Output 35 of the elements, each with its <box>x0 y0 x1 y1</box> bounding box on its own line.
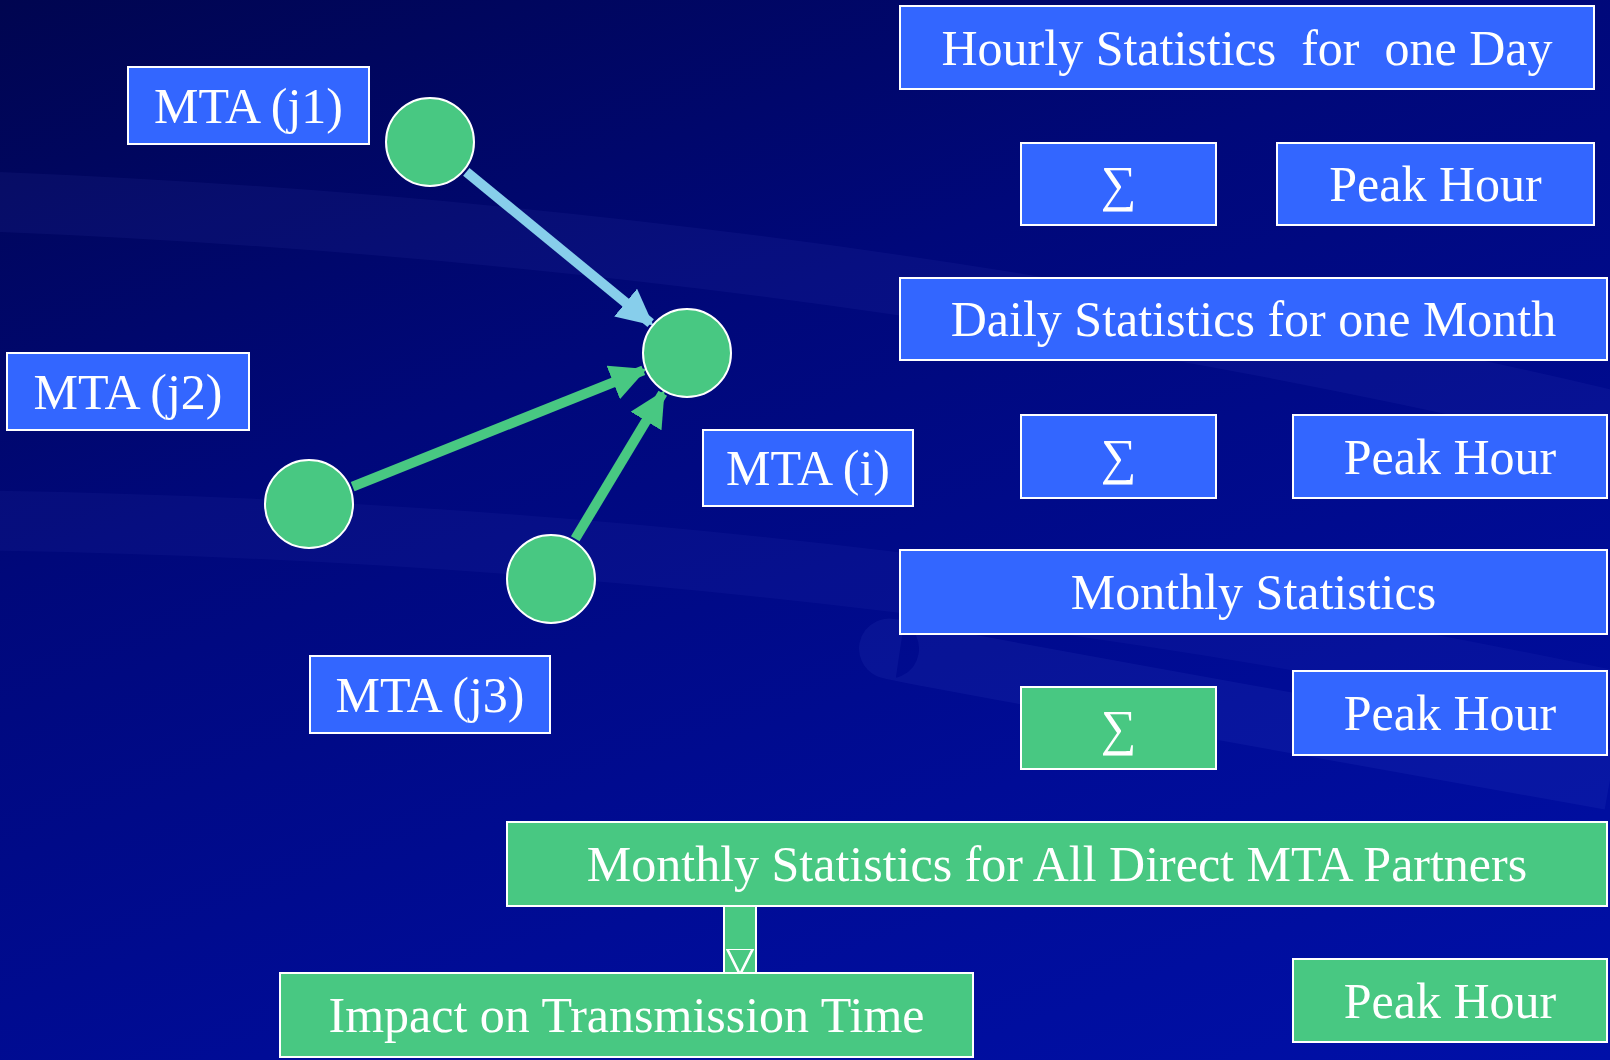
label-box <box>1020 686 1217 770</box>
label-box <box>1020 414 1217 499</box>
arrow <box>350 365 647 492</box>
box-label: MTA (j2) <box>33 362 223 421</box>
label-box <box>506 821 1608 907</box>
box-label: Peak Hour <box>1329 155 1542 213</box>
box-label: ∑ <box>1100 155 1137 213</box>
label-box <box>1292 414 1608 499</box>
box-label: MTA (i) <box>725 439 890 497</box>
label-box <box>279 972 974 1058</box>
label-box <box>1276 142 1595 226</box>
arrow <box>570 390 668 542</box>
label-box <box>899 549 1608 635</box>
label-box <box>127 66 370 145</box>
label-box <box>702 429 914 507</box>
box-label: MTA (j3) <box>335 665 525 724</box>
label-box <box>899 277 1608 361</box>
box-label: MTA (j1) <box>153 76 343 135</box>
box-label: Peak Hour <box>1343 971 1557 1030</box>
label-box <box>6 352 250 431</box>
box-label: Hourly Statistics for one Day <box>941 18 1553 77</box>
label-box <box>899 5 1595 90</box>
box-label: ∑ <box>1100 699 1137 757</box>
box-label: Monthly Statistics for All Direct MTA Partners <box>586 835 1528 893</box>
box-label: Monthly Statistics <box>1070 563 1437 621</box>
label-box <box>1020 142 1217 226</box>
label-box <box>1292 958 1608 1043</box>
box-label: ∑ <box>1100 427 1137 486</box>
box-label: Peak Hour <box>1343 427 1557 486</box>
label-box <box>1292 670 1608 756</box>
arrow <box>463 167 654 328</box>
box-label: Impact on Transmission Time <box>328 986 925 1044</box>
box-label: Daily Statistics for one Month <box>950 290 1557 348</box>
box-label: Peak Hour <box>1343 684 1557 742</box>
label-box <box>309 655 551 734</box>
